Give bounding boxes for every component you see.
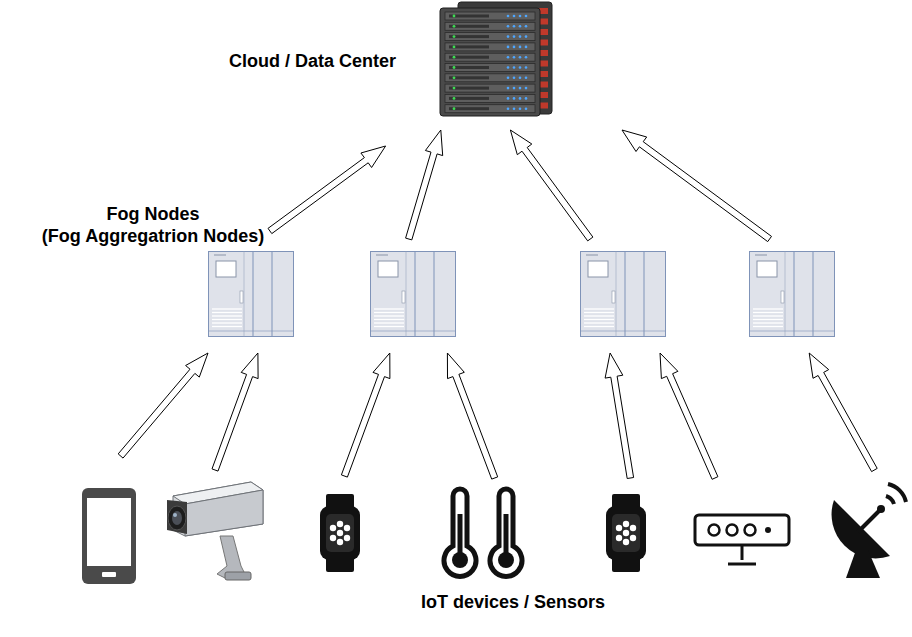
hollow-arrow — [622, 130, 772, 242]
hub-icon — [692, 512, 792, 570]
hollow-arrow — [341, 353, 390, 477]
iot-device — [604, 494, 648, 572]
thermometer-icon — [438, 484, 528, 584]
fog-node — [580, 251, 666, 337]
fog-node — [208, 251, 294, 337]
hollow-arrow — [605, 353, 634, 479]
node-heading: Cloud / Data Center — [229, 50, 396, 72]
fog-node-icon — [580, 251, 666, 337]
iot-device — [692, 512, 792, 570]
satellite-dish-icon — [828, 478, 908, 582]
fog-node — [370, 251, 456, 337]
iot-device — [828, 478, 908, 582]
hollow-arrow — [212, 353, 258, 471]
hollow-arrow — [510, 130, 593, 241]
hollow-arrow — [809, 353, 877, 472]
cloud-server: Cloud / Data Center — [436, 0, 556, 118]
camera-icon — [165, 474, 265, 584]
iot-device — [80, 486, 138, 586]
tier-label: Fog Nodes (Fog Aggregatrion Nodes) — [42, 203, 264, 247]
iot-device — [165, 474, 265, 584]
hollow-arrow — [660, 353, 718, 479]
tier-caption: IoT devices / Sensors — [421, 591, 605, 613]
fog-node-icon — [749, 251, 835, 337]
fog-node-icon — [370, 251, 456, 337]
fog-node-icon — [208, 251, 294, 337]
hollow-arrow — [118, 353, 208, 458]
watch-icon — [604, 494, 648, 572]
hollow-arrow — [268, 146, 386, 234]
watch-icon — [318, 494, 362, 572]
fog-node — [749, 251, 835, 337]
hollow-arrow — [406, 130, 443, 240]
server-icon — [436, 0, 556, 118]
hollow-arrow — [447, 353, 497, 479]
phone-icon — [80, 486, 138, 586]
iot-device — [318, 494, 362, 572]
iot-device — [438, 484, 528, 584]
